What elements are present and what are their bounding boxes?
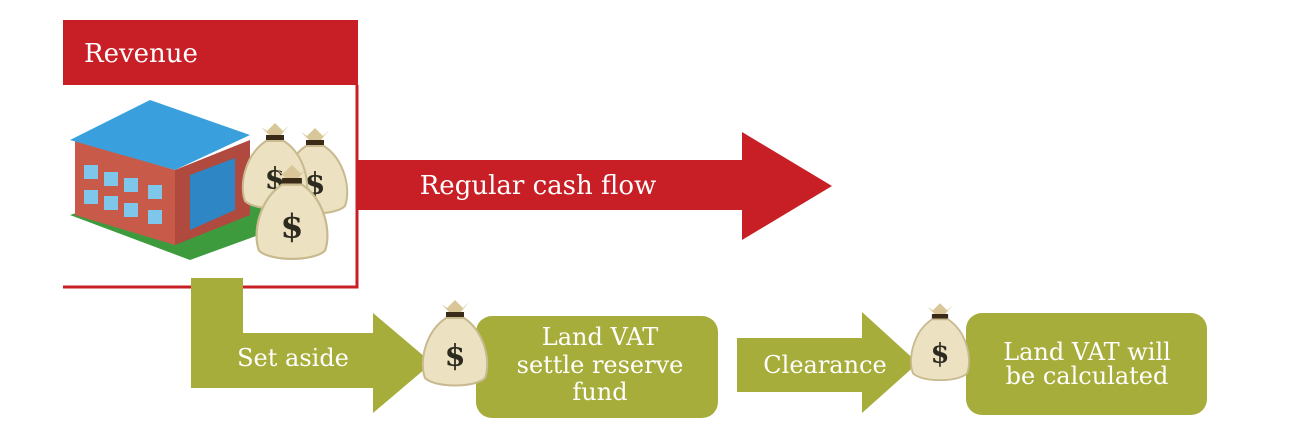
reserve-line-3: fund [572,378,627,406]
reserve-line-2: settle reserve [517,351,684,379]
money-bags-icon [241,122,349,260]
reserve-line-1: Land VAT [542,323,658,351]
revenue-box-border [63,85,359,289]
calculated-box [966,313,1207,415]
set-aside-label: Set aside [237,344,349,372]
money-bag-icon [421,299,489,387]
set-aside-arrow [191,278,432,413]
regular-cash-flow-label: Regular cash flow [420,171,657,201]
clearance-label: Clearance [763,351,886,379]
clearance-arrow [737,312,918,413]
building-icon [70,100,300,260]
regular-cash-flow-arrow [358,132,832,240]
calculated-line-1: Land VAT will [1003,338,1171,366]
revenue-title: Revenue [84,39,198,69]
money-bag-icon [910,302,970,382]
calculated-line-2: be calculated [1006,362,1169,390]
reserve-fund-box [476,316,718,418]
revenue-header [63,20,358,85]
